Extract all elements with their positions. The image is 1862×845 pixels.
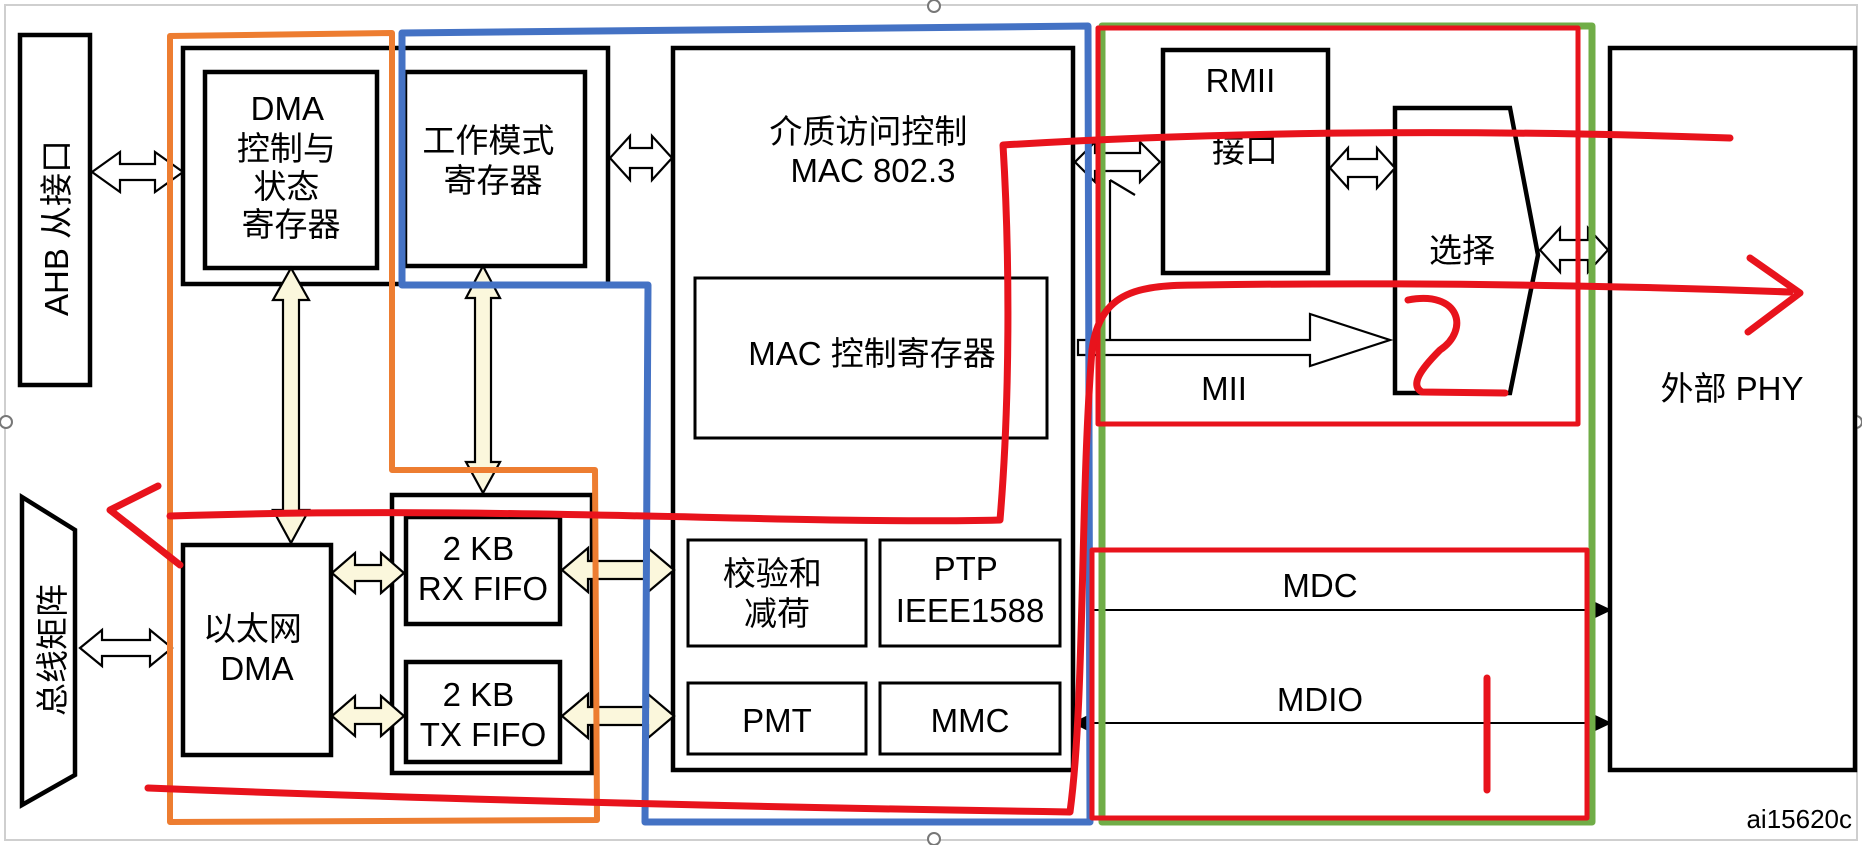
rmii-to-select-arrow: [1328, 145, 1397, 191]
dma-control-status-register-box: [202, 69, 380, 271]
ahb-slave-interface-box: [17, 32, 93, 388]
bus-matrix-shape: [19, 492, 78, 809]
dma-register-vertical-arrow: [271, 265, 311, 546]
dma-tx-fifo-arrow: [330, 693, 406, 739]
ptp-ieee1588-box: [878, 538, 1062, 648]
ptp-ieee1588-label: PTP IEEE1588: [896, 550, 1045, 629]
resize-handle-bottom[interactable]: [927, 832, 941, 845]
mmc-box: [878, 681, 1062, 756]
dma-control-status-register-label: DMA 控制与 状态 寄存器: [237, 90, 345, 243]
mac-to-rmii-arrow: [1073, 139, 1162, 185]
mode-register-vertical-arrow: [464, 263, 502, 496]
ethernet-dma-box: [180, 542, 334, 758]
resize-handle-top[interactable]: [927, 0, 941, 13]
resize-handle-left[interactable]: [0, 415, 13, 429]
pmt-box: [686, 681, 868, 756]
mac-block-label: 介质访问控制 MAC 802.3: [769, 113, 976, 189]
blue-group-outline: [398, 22, 1094, 826]
red-path-upper: [166, 129, 1734, 525]
red-mark-2: [1404, 295, 1509, 397]
tx-fifo-box: [403, 659, 563, 765]
register-to-mac-arrow: [608, 133, 674, 183]
mii-label: MII: [1201, 370, 1247, 407]
checksum-offload-box: [686, 538, 868, 648]
orange-group-outline: [167, 30, 600, 825]
bus-matrix-label: 总线矩阵: [34, 584, 71, 716]
select-mux-label: 选择: [1429, 232, 1495, 269]
tx-fifo-mac-arrow: [560, 691, 676, 741]
ethernet-dma-label: 以太网 DMA: [203, 610, 311, 687]
checksum-offload-label: 校验和 减荷: [723, 555, 831, 632]
ahb-slave-interface-label: AHB 从接口: [38, 140, 75, 316]
rmii-interface-label: RMII 接口: [1206, 62, 1285, 169]
mac-control-register-label: MAC 控制寄存器: [748, 335, 996, 372]
ahb-to-register-arrow: [90, 149, 185, 195]
dma-rx-fifo-arrow: [330, 550, 406, 596]
pmt-label: PMT: [742, 702, 812, 739]
red-arrowhead-left: [106, 482, 184, 569]
operation-mode-register-label: 工作模式 寄存器: [422, 122, 563, 199]
mdio-label: MDIO: [1277, 681, 1363, 718]
select-mux-shape: [1392, 105, 1541, 396]
mdio-arrowhead-right: [1593, 714, 1612, 732]
mdc-label: MDC: [1282, 567, 1357, 604]
mii-arrow: [1076, 312, 1394, 368]
red-box-mdc-mdio: [1089, 547, 1590, 821]
rx-fifo-label: 2 KB RX FIFO: [418, 530, 548, 607]
external-phy-box: [1607, 45, 1858, 773]
figure-id-label: ai15620c: [1746, 804, 1852, 834]
red-box-rmii-mii: [1095, 25, 1581, 427]
external-phy-label: 外部 PHY: [1660, 370, 1803, 407]
tx-fifo-label: 2 KB TX FIFO: [420, 676, 547, 753]
rmii-interface-box: [1160, 47, 1331, 276]
bus-to-dma-arrow: [78, 627, 174, 669]
red-arrowhead-right: [1744, 254, 1804, 336]
mii-branch-line: [1108, 179, 1136, 340]
red-path-lower: [144, 280, 1794, 816]
mdc-arrowhead: [1593, 601, 1612, 619]
select-to-phy-arrow: [1538, 225, 1610, 275]
rx-fifo-mac-arrow: [560, 545, 676, 595]
mmc-label: MMC: [931, 702, 1010, 739]
rx-fifo-box: [403, 514, 563, 627]
mac-control-register-box: [693, 276, 1049, 440]
